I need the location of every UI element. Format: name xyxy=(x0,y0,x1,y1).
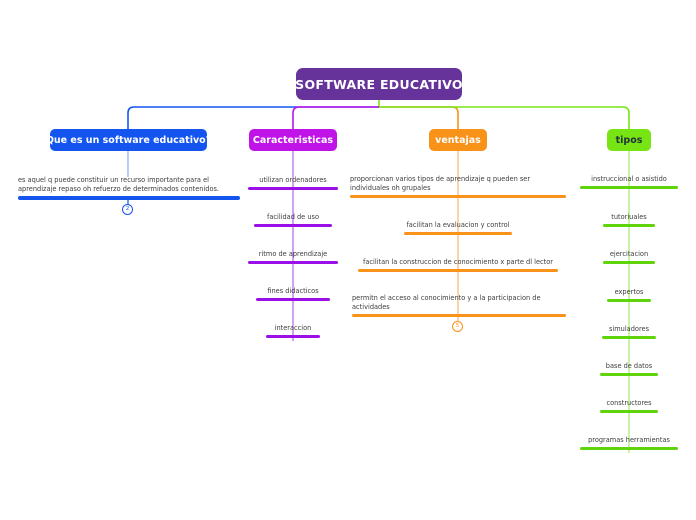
leaf-tipos-0[interactable]: instruccional o asistido xyxy=(580,175,678,189)
leaf-tipos-6[interactable]: constructores xyxy=(600,399,658,413)
branch-header-tipos[interactable]: tipos xyxy=(607,129,651,151)
leaf-underline xyxy=(602,336,656,339)
leaf-ventajas-2[interactable]: facilitan la construccion de conocimient… xyxy=(358,258,558,272)
circle-node-label: 2 xyxy=(125,205,130,212)
leaf-text: expertos xyxy=(614,288,644,296)
leaf-text: ejercitacion xyxy=(609,250,649,258)
leaf-underline xyxy=(600,410,658,413)
leaf-caracteristicas-4[interactable]: interaccion xyxy=(266,324,320,338)
leaf-underline xyxy=(600,373,658,376)
circle-node-ventajas[interactable]: 5 xyxy=(452,321,463,332)
leaf-tipos-2[interactable]: ejercitacion xyxy=(603,250,655,264)
leaf-underline xyxy=(256,298,330,301)
leaf-text: permitn el acceso al conocimiento y a la… xyxy=(352,294,541,311)
leaf-underline xyxy=(404,232,512,235)
branch-header-ventajas[interactable]: ventajas xyxy=(429,129,487,151)
leaf-underline xyxy=(248,187,338,190)
leaf-text: fines didacticos xyxy=(267,287,319,295)
root-node[interactable]: SOFTWARE EDUCATIVO xyxy=(295,68,463,100)
branch-header-label: ventajas xyxy=(435,134,481,146)
branch-header-definicion[interactable]: Que es un software educativo? xyxy=(46,129,211,151)
leaf-text: simuladores xyxy=(608,325,650,333)
leaf-ventajas-1[interactable]: facilitan la evaluacion y control xyxy=(404,221,512,235)
leaf-ventajas-0[interactable]: proporcionan varios tipos de aprendizaje… xyxy=(350,175,566,198)
leaf-ventajas-3[interactable]: permitn el acceso al conocimiento y a la… xyxy=(352,294,566,317)
leaf-underline xyxy=(358,269,558,272)
leaf-text: es aquel q puede constituir un recurso i… xyxy=(18,176,220,193)
leaf-caracteristicas-2[interactable]: ritmo de aprendizaje xyxy=(248,250,338,264)
leaf-text: proporcionan varios tipos de aprendizaje… xyxy=(350,175,531,192)
circle-node-definicion[interactable]: 2 xyxy=(122,204,133,215)
circle-node-label: 5 xyxy=(455,322,460,329)
leaf-text: constructores xyxy=(606,399,652,407)
branch-header-label: tipos xyxy=(615,134,643,146)
branch-header-label: Caracteristicas xyxy=(252,134,334,146)
branch-header-caracteristicas[interactable]: Caracteristicas xyxy=(249,129,337,151)
root-node-label: SOFTWARE EDUCATIVO xyxy=(295,76,463,92)
leaf-text: instruccional o asistido xyxy=(591,175,667,183)
leaf-text: facilidad de uso xyxy=(267,213,319,221)
branch-header-label: Que es un software educativo? xyxy=(45,134,212,146)
leaf-underline xyxy=(350,195,566,198)
leaf-definicion-0[interactable]: es aquel q puede constituir un recurso i… xyxy=(18,176,240,200)
leaf-underline xyxy=(266,335,320,338)
leaf-text: facilitan la construccion de conocimient… xyxy=(363,258,553,266)
leaf-tipos-4[interactable]: simuladores xyxy=(602,325,656,339)
leaf-text: facilitan la evaluacion y control xyxy=(406,221,510,229)
leaf-caracteristicas-0[interactable]: utilizan ordenadores xyxy=(248,176,338,190)
leaf-underline xyxy=(603,261,655,264)
leaf-text: base de datos xyxy=(605,362,653,370)
leaf-underline xyxy=(580,447,678,450)
leaf-tipos-3[interactable]: expertos xyxy=(607,288,651,302)
leaf-text: tutoriuales xyxy=(611,213,647,221)
leaf-text: interaccion xyxy=(274,324,312,332)
leaf-caracteristicas-3[interactable]: fines didacticos xyxy=(256,287,330,301)
leaf-underline xyxy=(18,196,240,200)
leaf-caracteristicas-1[interactable]: facilidad de uso xyxy=(254,213,332,227)
leaf-tipos-5[interactable]: base de datos xyxy=(600,362,658,376)
leaf-underline xyxy=(603,224,655,227)
leaf-underline xyxy=(254,224,332,227)
leaf-underline xyxy=(352,314,566,317)
leaf-underline xyxy=(248,261,338,264)
leaf-tipos-7[interactable]: programas herramientas xyxy=(580,436,678,450)
leaf-underline xyxy=(580,186,678,189)
leaf-tipos-1[interactable]: tutoriuales xyxy=(603,213,655,227)
leaf-text: utilizan ordenadores xyxy=(259,176,327,184)
leaf-text: programas herramientas xyxy=(588,436,670,444)
leaf-underline xyxy=(607,299,651,302)
leaf-text: ritmo de aprendizaje xyxy=(258,250,328,258)
